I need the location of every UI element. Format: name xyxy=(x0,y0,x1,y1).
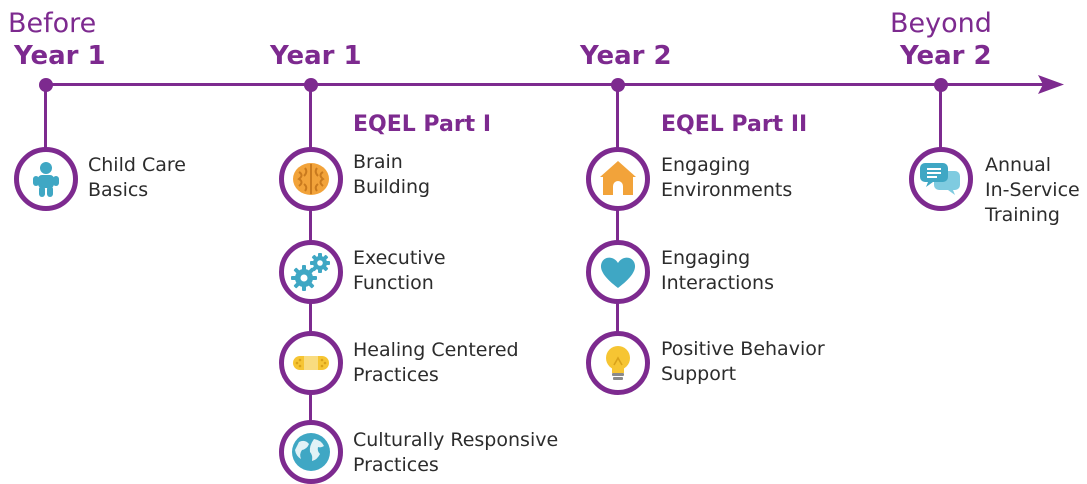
item-behavior-label: Positive Behavior Support xyxy=(661,338,825,385)
globe-icon xyxy=(292,433,330,471)
item-brain-label: Brain Building xyxy=(353,151,431,198)
connector-year2 xyxy=(616,90,619,360)
lightbulb-icon xyxy=(606,346,630,380)
item-environments-circle xyxy=(586,147,650,211)
item-annual-circle xyxy=(909,147,973,211)
brain-icon xyxy=(293,163,329,195)
timeline-dot-year2 xyxy=(611,78,625,92)
connector-beyond xyxy=(939,90,942,150)
child-icon xyxy=(33,162,59,197)
timeline-axis xyxy=(44,83,1044,86)
timeline-dot-year1 xyxy=(304,78,318,92)
house-icon xyxy=(600,161,636,195)
timeline-dot-beyond xyxy=(934,78,948,92)
stage-beyond-line1: Beyond xyxy=(890,8,992,39)
item-executive-label: Executive Function xyxy=(353,247,446,294)
item-environments-label: Engaging Environments xyxy=(661,154,793,201)
item-behavior-circle xyxy=(586,331,650,395)
item-interactions-circle xyxy=(586,240,650,304)
stage-year2: Year 2 xyxy=(580,41,672,71)
gears-icon xyxy=(291,253,330,291)
item-interactions-label: Engaging Interactions xyxy=(661,247,774,294)
item-executive-circle xyxy=(279,240,343,304)
item-annual-label: Annual In-Service Training xyxy=(985,154,1080,226)
item-cultural-label: Culturally Responsive Practices xyxy=(353,429,559,476)
stage-before-line1: Before xyxy=(8,8,97,39)
timeline-dot-before xyxy=(39,78,53,92)
item-healing-circle xyxy=(279,331,343,395)
stage-before-line2: Year 1 xyxy=(14,41,106,71)
bandage-icon xyxy=(293,356,329,370)
item-child-care-label: Child Care Basics xyxy=(88,154,186,201)
chat-bubbles-icon xyxy=(920,163,960,195)
heart-icon xyxy=(600,257,636,288)
item-child-care-circle xyxy=(14,147,78,211)
timeline-arrowhead xyxy=(1038,75,1064,94)
stage-year1: Year 1 xyxy=(270,41,362,71)
stage-beyond-line2: Year 2 xyxy=(900,41,992,71)
part1-title: EQEL Part I xyxy=(353,112,492,137)
item-healing-label: Healing Centered Practices xyxy=(353,339,519,386)
part2-title: EQEL Part II xyxy=(661,112,808,137)
connector-before xyxy=(44,90,47,150)
item-brain-circle xyxy=(279,147,343,211)
item-cultural-circle xyxy=(279,420,343,484)
